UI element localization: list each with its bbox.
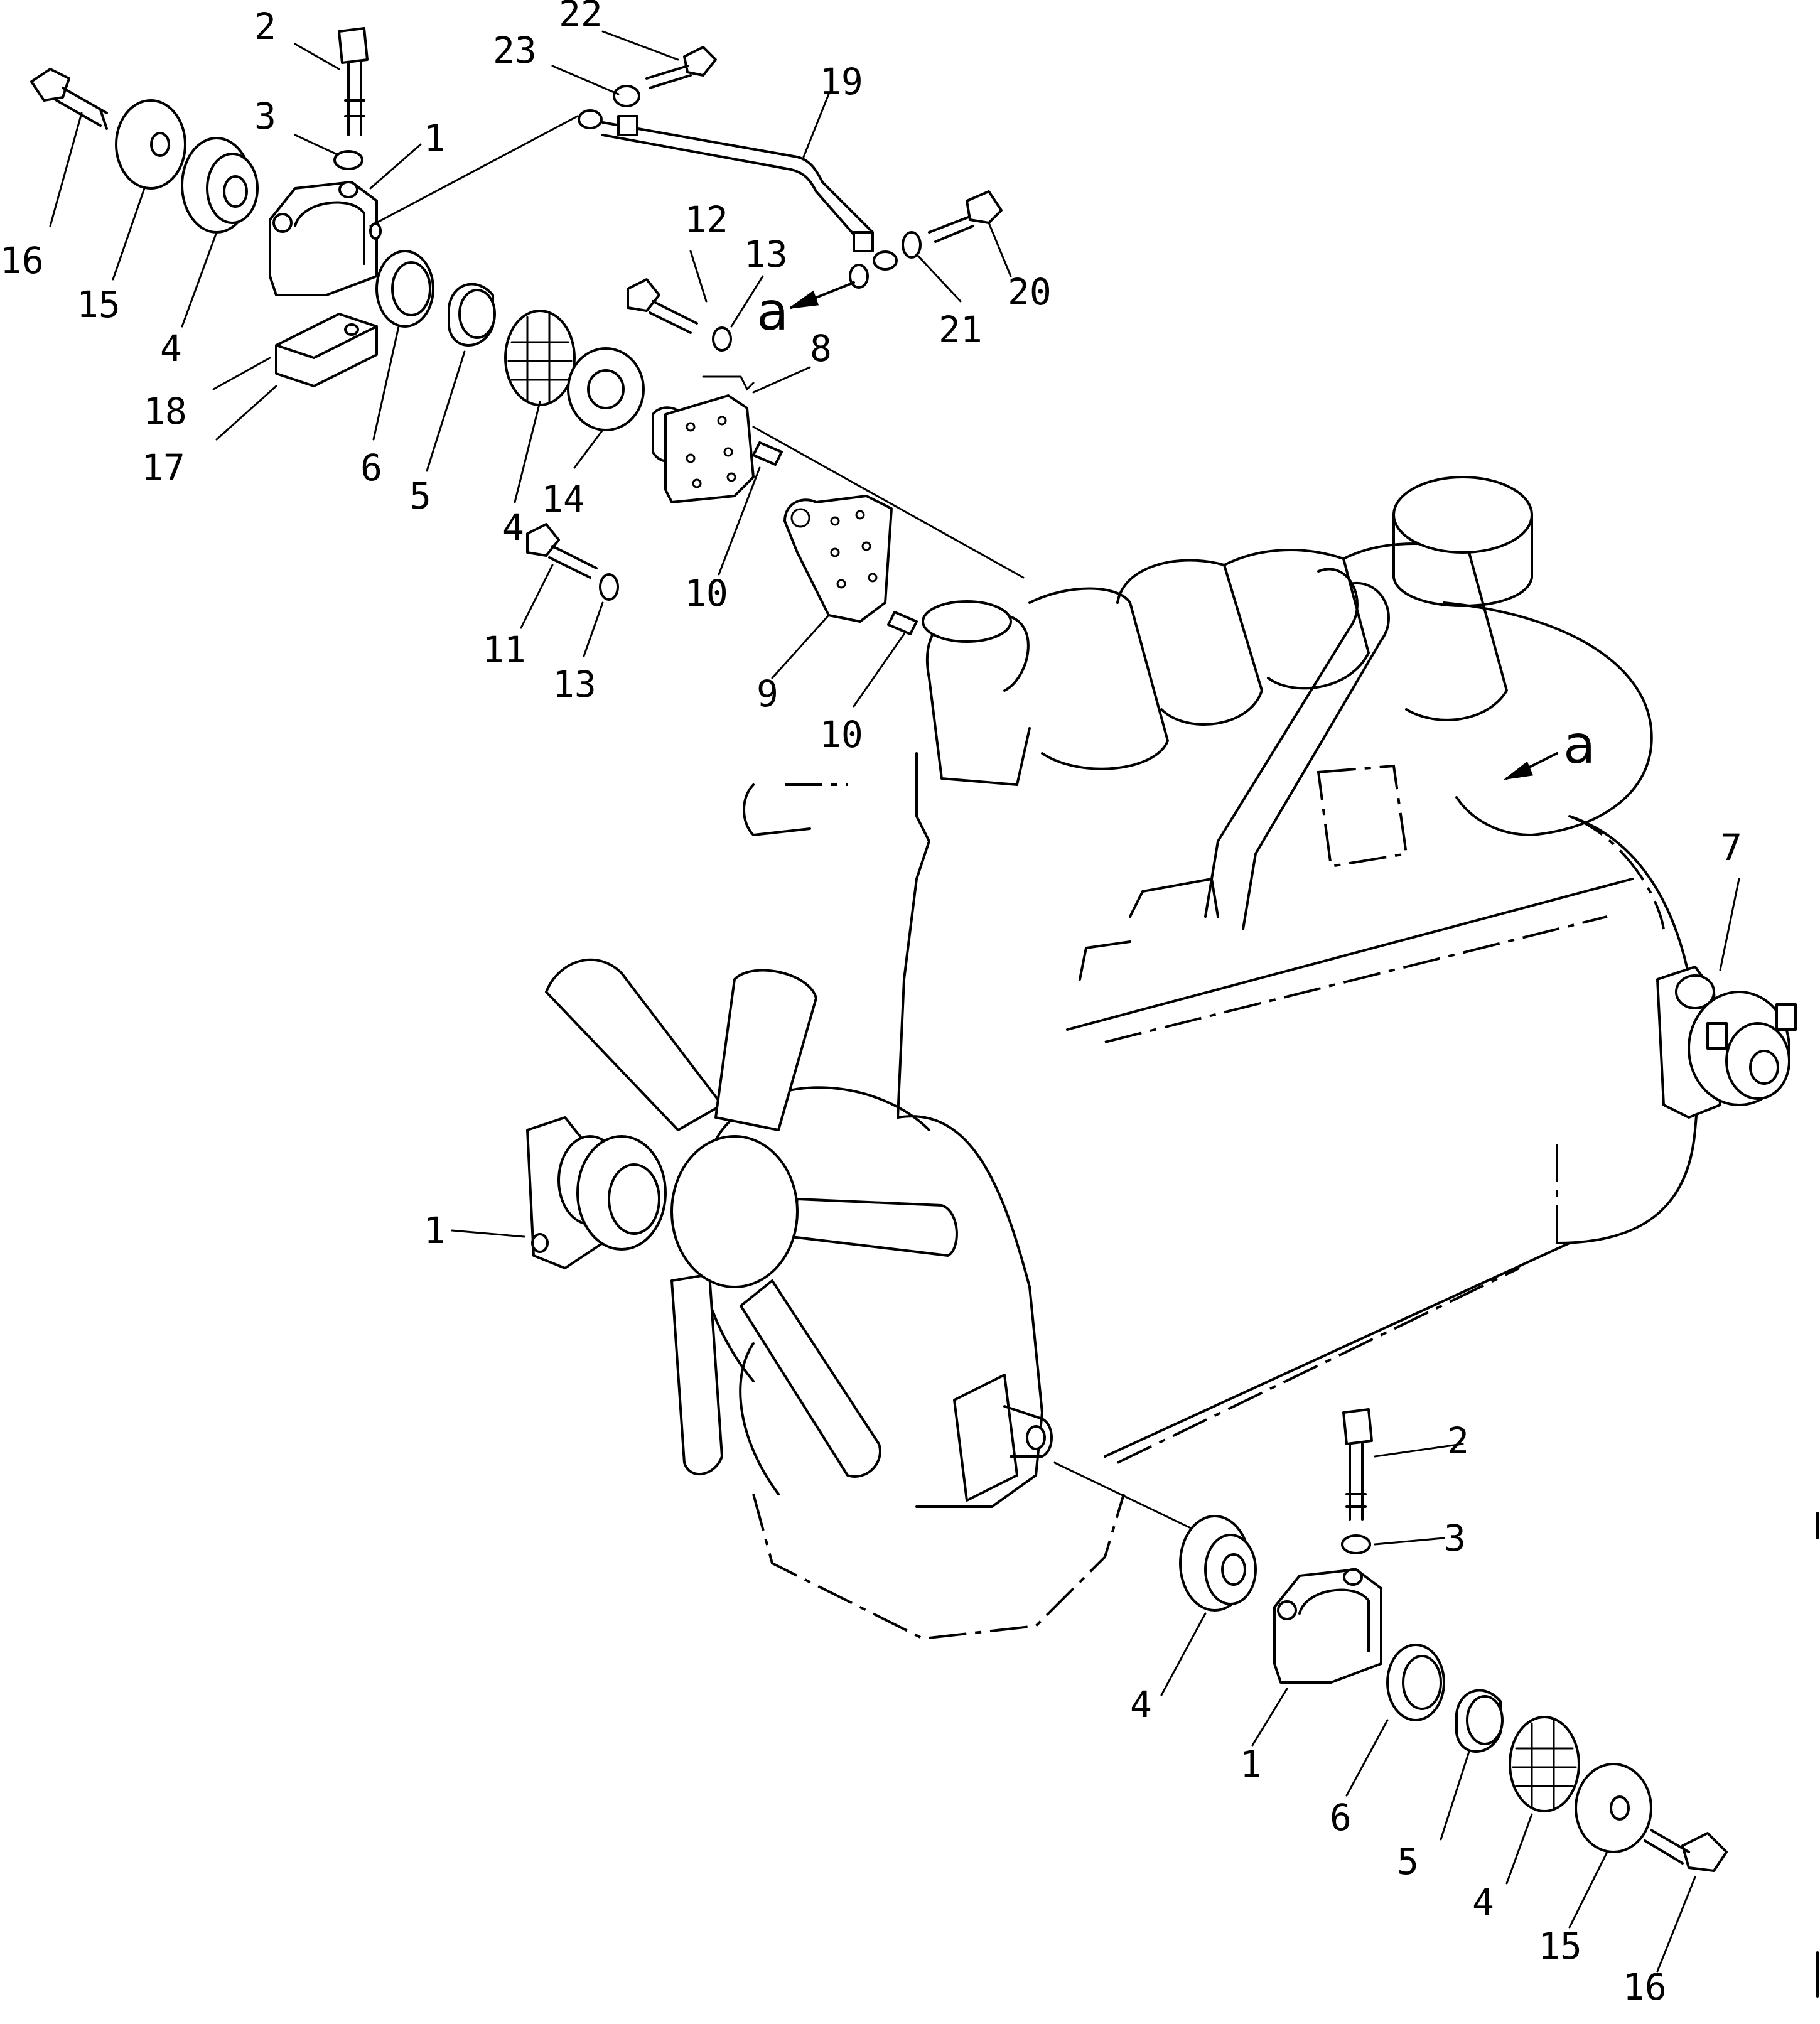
engine-bracket-9 [783,495,893,623]
bracket-plate-8 [652,394,755,503]
callout-19: 19 [819,60,863,103]
collar-6-bottom [1386,1644,1445,1721]
callout-21: 21 [939,308,983,351]
callout-9: 9 [757,672,778,715]
washer-13-lower [599,573,619,601]
callout-5-top: 5 [409,475,431,517]
washer-3-bottom [1341,1534,1371,1554]
callout-1-mid: 1 [424,1209,446,1252]
washer-21 [902,231,922,259]
callout-14: 14 [541,478,585,520]
mount-bracket-1-bottom [1273,1568,1382,1684]
spacer-5-bottom [1455,1689,1504,1753]
callout-13-upper: 13 [744,233,788,276]
callout-4-top-a: 4 [160,327,182,370]
callout-labels: 2 3 1 16 15 4 18 17 6 5 4 14 8 10 9 10 1… [0,0,1742,2008]
bolt-2-top [338,27,369,136]
dowel-pin-10b [887,611,918,635]
callout-6-bottom: 6 [1330,1796,1352,1839]
callout-16-top: 16 [0,239,44,282]
rubber-cushion-4-bottom [1179,1515,1257,1612]
callout-16-bottom: 16 [1623,1966,1667,2008]
washer-plate-15-top [115,99,186,190]
callout-13-lower: 13 [552,663,596,706]
rubber-cushion-4-bottom-second [1509,1716,1580,1812]
callout-6-top: 6 [360,446,382,489]
callout-10-a: 10 [684,572,728,615]
callout-3-top: 3 [254,95,276,137]
washer-14-top [567,347,645,431]
bolt-22 [645,46,717,89]
callout-2-top: 2 [254,5,276,48]
top-left-exploded-parts [30,27,1025,635]
callout-7: 7 [1720,826,1742,869]
callout-10-b: 10 [819,713,863,756]
callout-18: 18 [143,390,187,433]
callout-5-bottom: 5 [1397,1840,1419,1883]
collar-6-top [375,250,434,328]
rear-right-mount-assembled [1656,966,1797,1119]
callout-22: 22 [559,0,603,35]
bolt-11 [526,523,598,579]
view-marker-a-right: a [1563,714,1595,775]
dowel-pin-10a [752,441,783,466]
rubber-cushion-4-top [181,137,259,234]
callout-1-top: 1 [424,117,446,159]
callout-11: 11 [482,628,526,671]
view-a-arrows [790,281,1558,780]
view-marker-a-top: a [757,281,789,342]
bolt-12 [627,278,698,334]
bolt-16-top [30,68,108,130]
callout-2-bottom: 2 [1447,1419,1469,1462]
bolt-16-bottom [1644,1829,1728,1872]
bottom-right-exploded-parts [1179,1408,1728,1872]
front-left-mount-assembled [526,1116,667,1269]
engine-assembly [694,476,1699,1640]
callout-1-bottom: 1 [1240,1743,1262,1785]
bolt-20 [928,190,1003,243]
washer-13-upper [712,326,732,352]
callout-12: 12 [684,198,728,241]
bolt-2-bottom [1342,1408,1373,1521]
callout-4-bottom-a: 4 [1130,1683,1152,1726]
callout-15-bottom: 15 [1538,1925,1582,1967]
callout-4-bottom-b: 4 [1472,1881,1494,1924]
rubber-cushion-4-top-second [504,310,576,406]
callout-23: 23 [493,29,537,72]
spacer-5-top [448,283,496,347]
callout-17: 17 [141,446,185,489]
shim-plate-17-18 [275,313,378,387]
leader-lines [49,30,1740,1973]
washer-plate-15-bottom [1575,1763,1652,1853]
callout-4-top-b: 4 [502,506,524,549]
callout-15-top: 15 [77,283,121,326]
cooling-fan [545,958,958,1478]
callout-8: 8 [810,327,832,370]
washer-3-top [333,150,363,170]
washer-23 [613,85,640,107]
callout-20: 20 [1008,271,1052,313]
lube-pipe-19 [578,109,898,271]
callout-3-bottom: 3 [1444,1517,1466,1559]
mount-bracket-1-top [269,181,382,296]
